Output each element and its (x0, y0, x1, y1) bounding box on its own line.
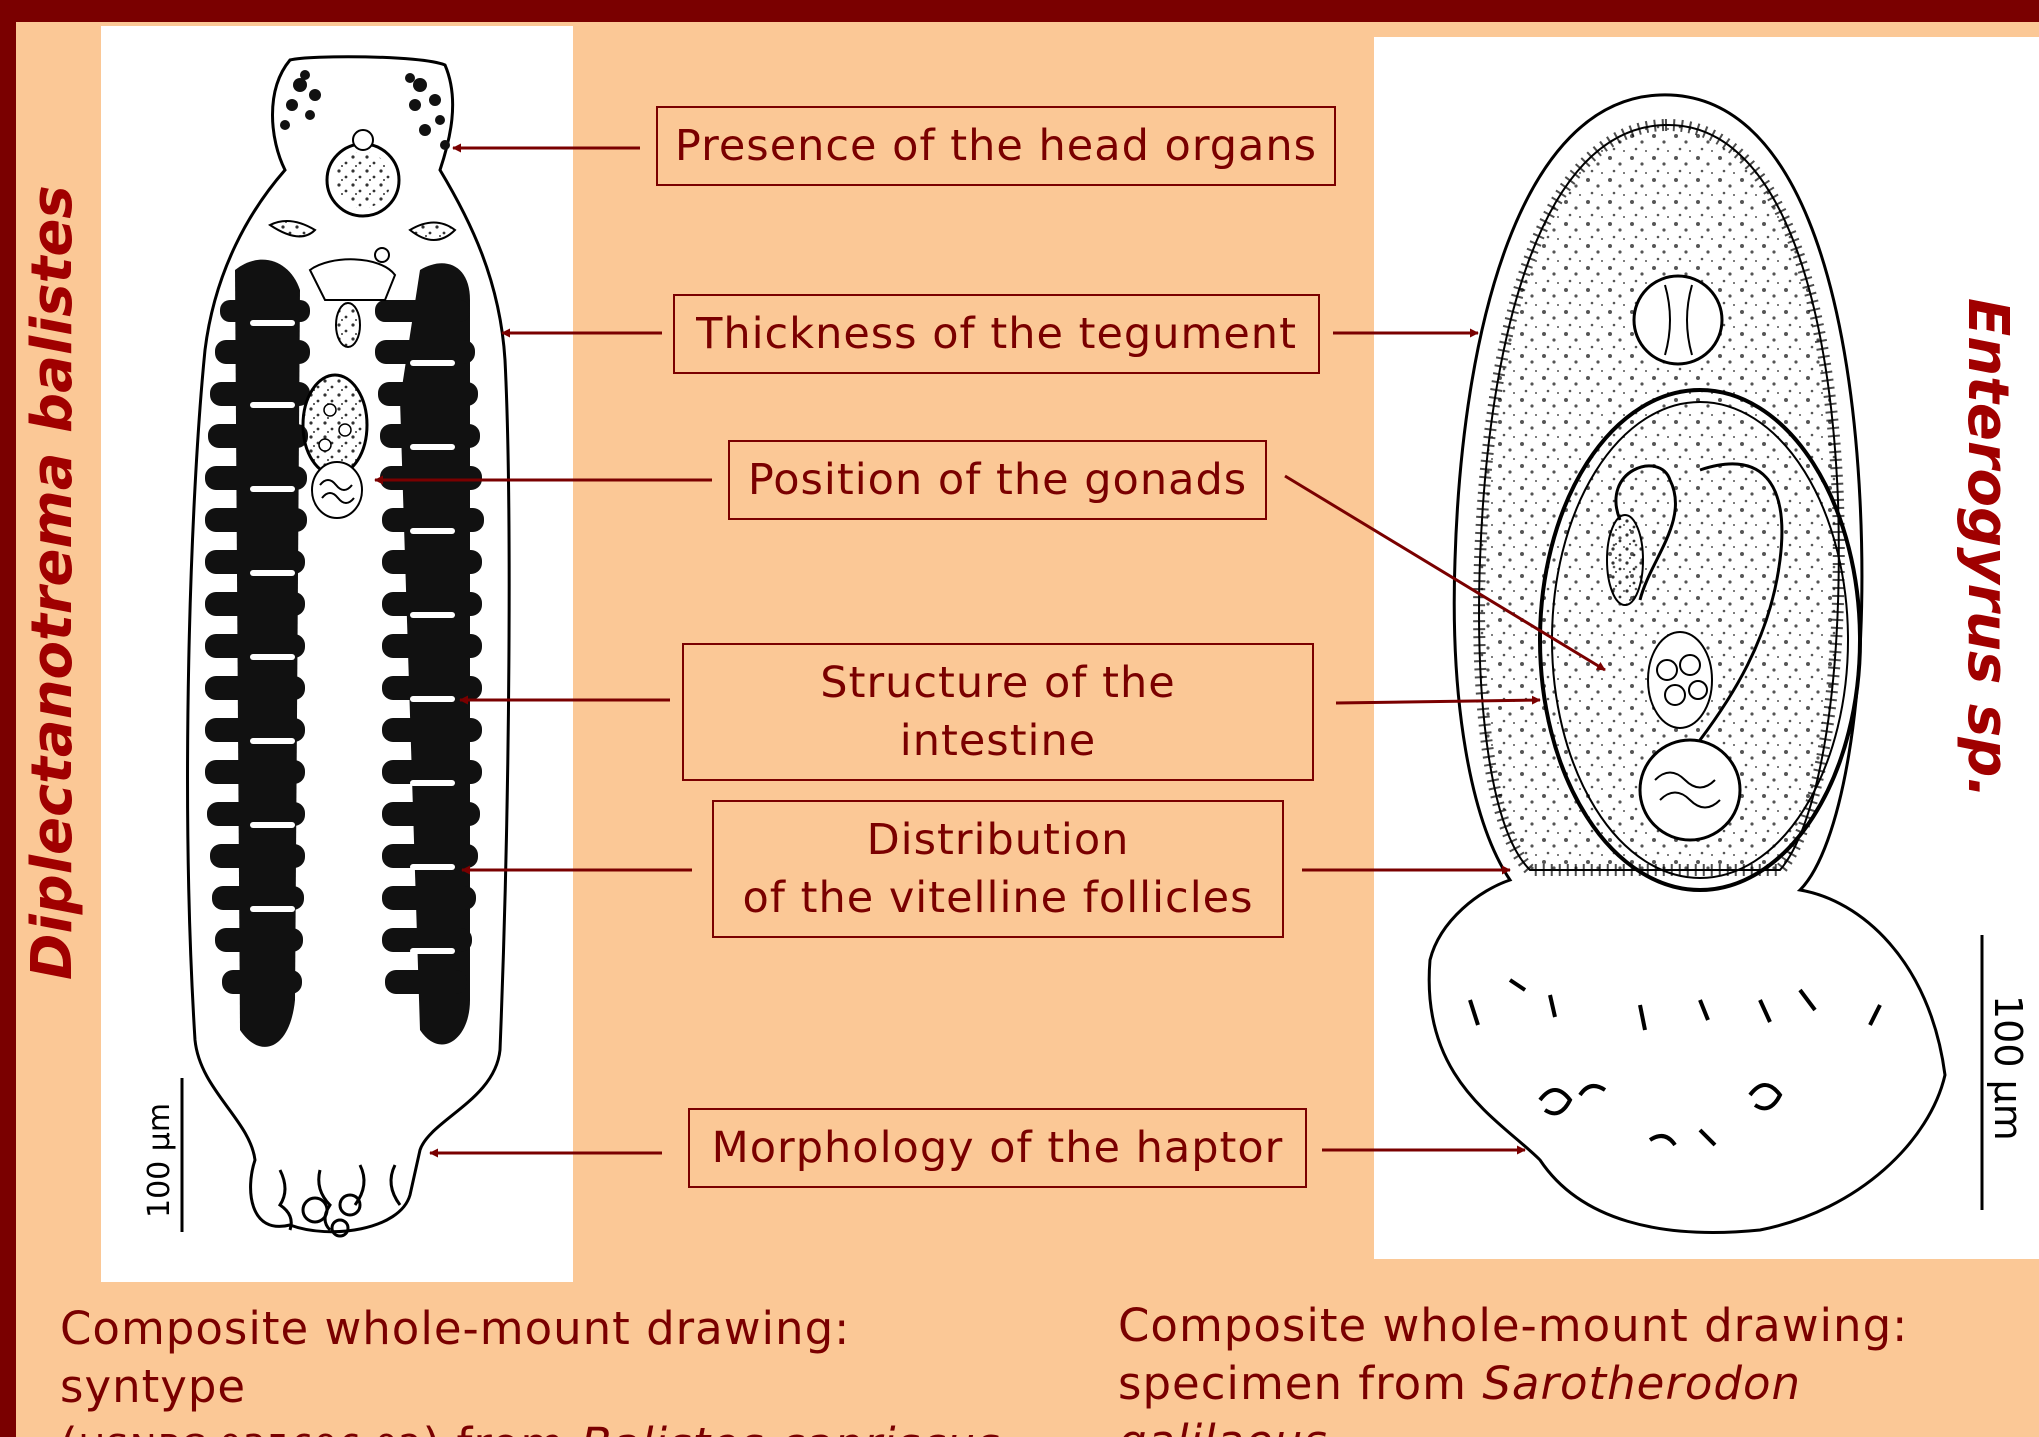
species-name-left: Diplectanotrema balistes (20, 185, 85, 980)
label-haptor: Morphology of the haptor (688, 1108, 1307, 1188)
caption-left: Composite whole-mount drawing: syntype (… (60, 1300, 1010, 1437)
label-gonads: Position of the gonads (728, 440, 1267, 520)
label-tegument: Thickness of the tegument (673, 294, 1320, 374)
label-intestine: Structure of the intestine (682, 643, 1314, 781)
right-worm-drawing (1429, 95, 1945, 1233)
label-intestine-line1: Structure of the (820, 654, 1175, 712)
left-worm-drawing (188, 57, 510, 1236)
caption-left-host: Balistes capriscus (581, 1418, 1001, 1437)
label-intestine-line2: intestine (900, 712, 1096, 770)
label-head-organs: Presence of the head organs (656, 106, 1336, 186)
caption-right-line2: specimen from Sarotherodon galilaeus (1118, 1355, 2018, 1437)
label-vitelline-line1: Distribution (867, 811, 1130, 869)
scale-label-left: 100 µm (142, 1103, 177, 1218)
label-vitelline: Distribution of the vitelline follicles (712, 800, 1284, 938)
caption-right-line1: Composite whole-mount drawing: (1118, 1297, 2018, 1355)
caption-right: Composite whole-mount drawing: specimen … (1118, 1297, 2018, 1437)
label-vitelline-line2: of the vitelline follicles (742, 869, 1253, 927)
scale-label-right: 100 µm (1986, 995, 2030, 1141)
caption-left-catalog: USNPC 035696.02 (79, 1428, 423, 1437)
caption-left-line1: Composite whole-mount drawing: syntype (60, 1300, 1010, 1416)
species-name-right: Enterogyrus sp. (1955, 298, 2020, 799)
caption-left-line2: (USNPC 035696.02) from Balistes capriscu… (60, 1416, 1010, 1437)
